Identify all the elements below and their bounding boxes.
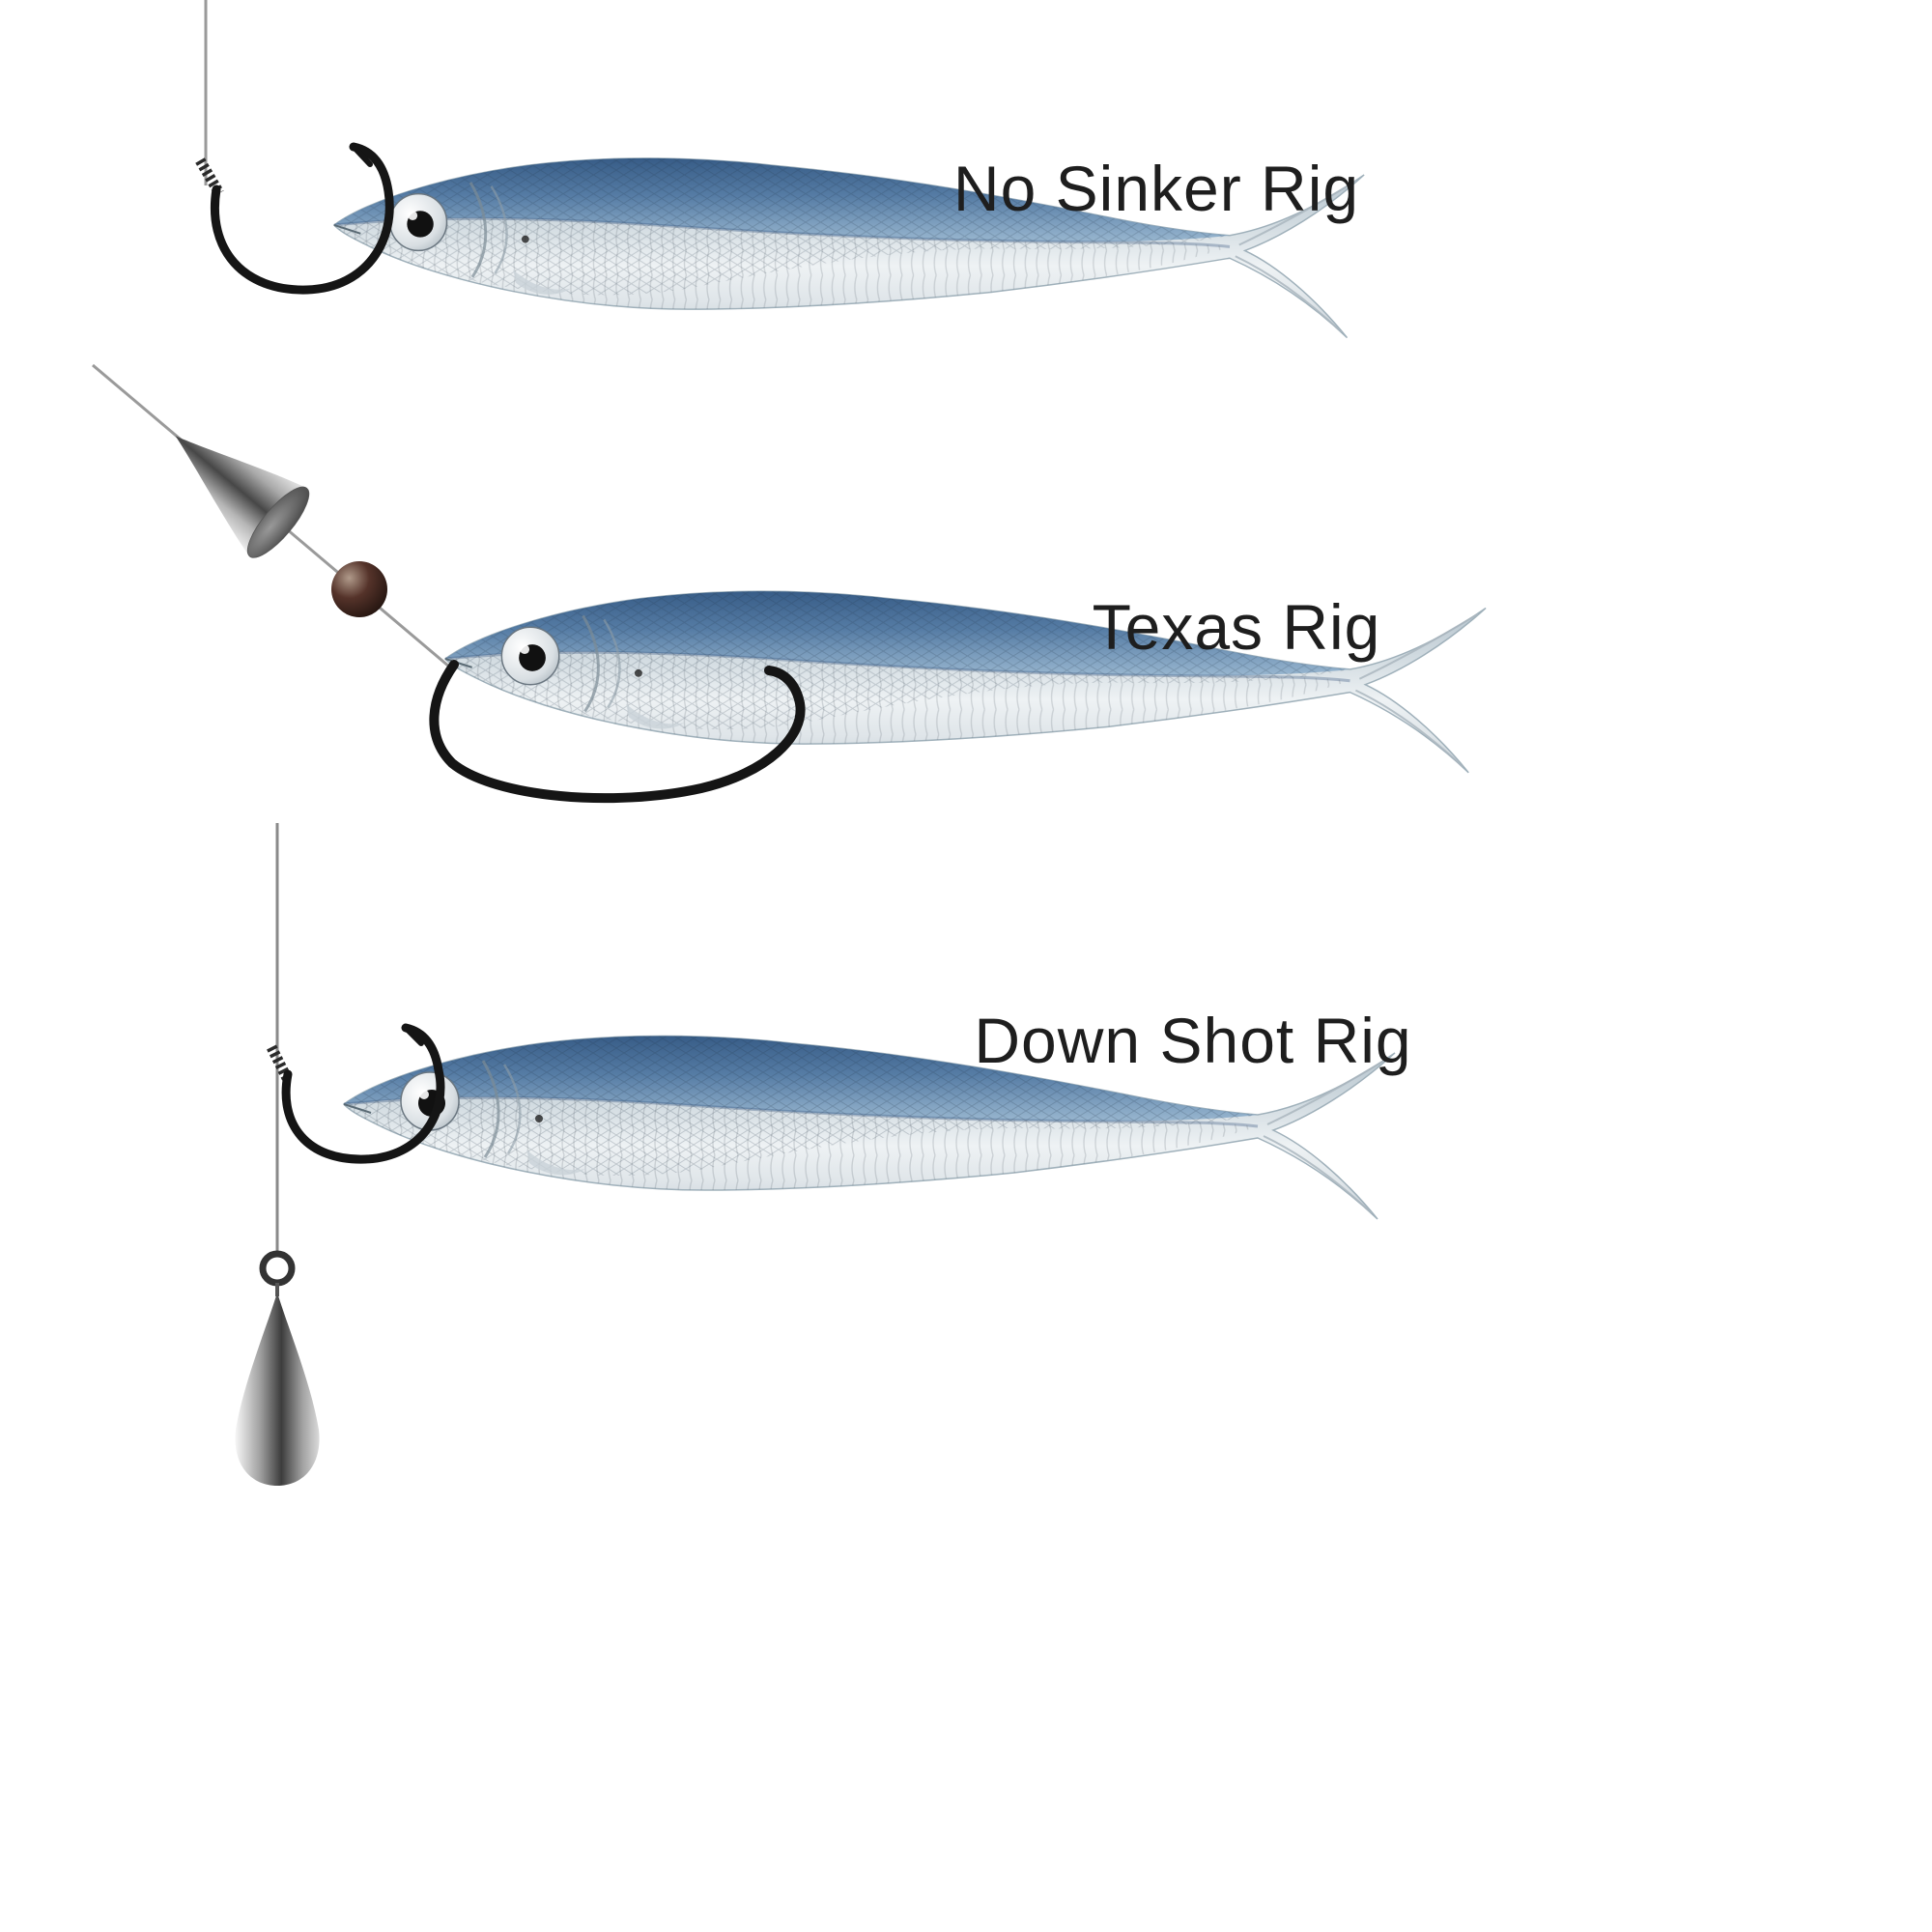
bullet-sinker-illustration bbox=[175, 436, 310, 558]
down-shot-rig-section: Down Shot Rig bbox=[235, 823, 1411, 1486]
hook-illustration bbox=[211, 142, 394, 295]
rig-label-down-shot: Down Shot Rig bbox=[974, 1005, 1411, 1076]
hook-barb bbox=[405, 1027, 424, 1046]
texas-rig-section: Texas Rig bbox=[92, 363, 1488, 804]
rig-label-no-sinker: No Sinker Rig bbox=[953, 153, 1359, 224]
swivel-ring bbox=[259, 1250, 296, 1287]
hook-barb bbox=[353, 146, 373, 167]
dropshot-sinker-illustration bbox=[235, 1293, 320, 1486]
offset-hook-illustration bbox=[429, 660, 806, 804]
rig-label-texas: Texas Rig bbox=[1093, 591, 1381, 663]
bullet-sinker-body bbox=[175, 436, 308, 557]
no-sinker-rig-section: No Sinker Rig bbox=[195, 0, 1366, 340]
bullet-sinker-base bbox=[246, 486, 310, 558]
bead-illustration bbox=[331, 561, 387, 617]
hook-illustration bbox=[281, 1023, 445, 1164]
